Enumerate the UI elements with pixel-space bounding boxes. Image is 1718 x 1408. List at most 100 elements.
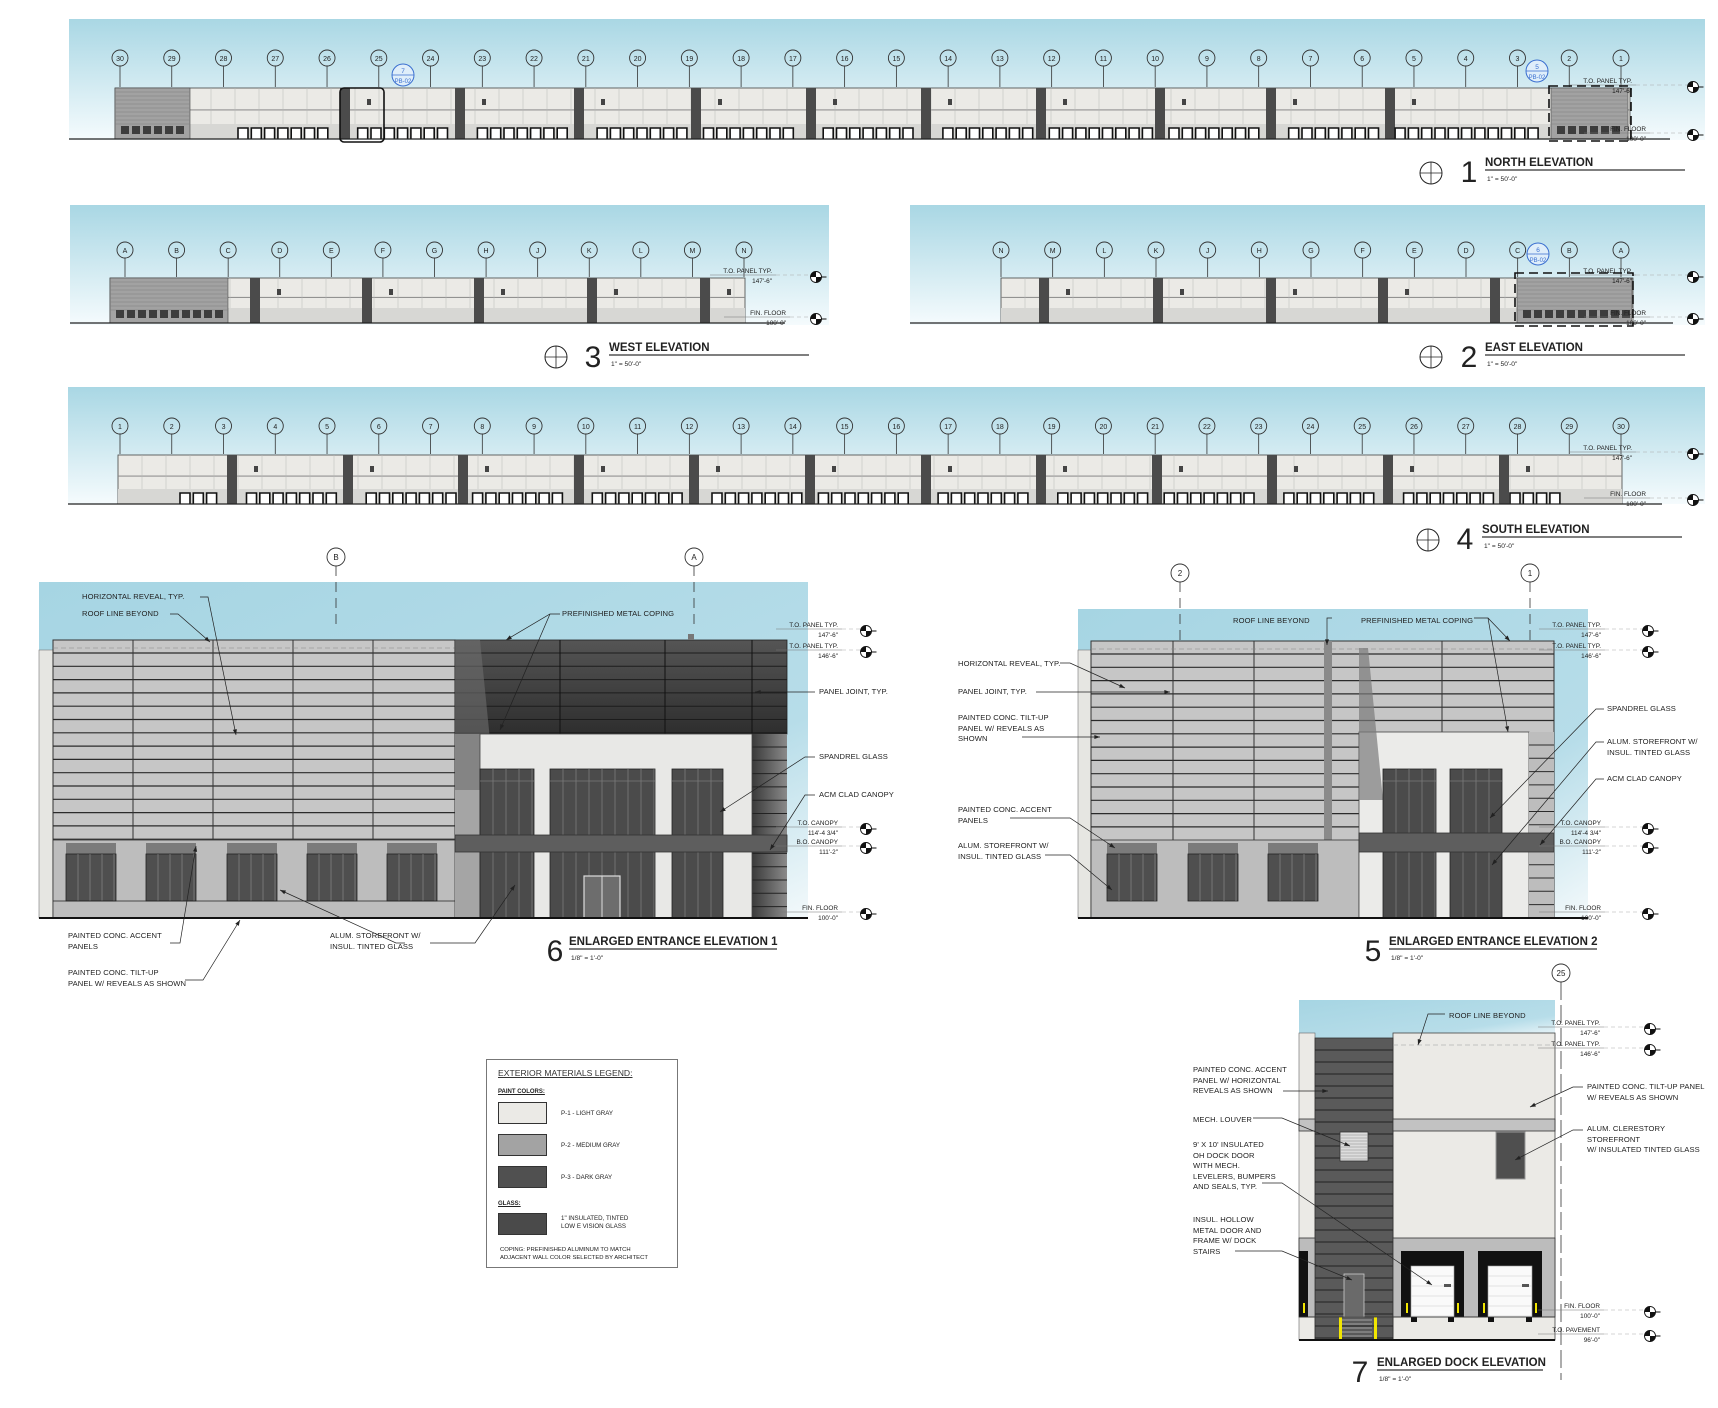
grid-bubble [1520,563,1540,583]
grid-label: 9 [1205,56,1209,63]
clerestory-window [254,466,258,472]
dock-door [791,492,803,504]
level-datum-fill [1642,625,1654,637]
dock-door [884,492,896,504]
grid-label: B [1567,248,1572,255]
drawing-scale: 1/8" = 1'-0" [571,955,604,962]
dock-door [1354,127,1366,139]
dock-door [1057,492,1069,504]
dock-door [1402,492,1415,504]
grid-bubble [266,49,284,67]
clerestory-window [718,99,722,105]
leader-arrow [1094,734,1100,740]
grid-bubble [732,49,750,67]
level-value: 100'-0" [1626,320,1646,327]
grid-label: 11 [1100,56,1107,63]
clerestory-window [948,99,952,105]
grid-bubble [1250,49,1268,67]
grid-bubble [1043,49,1061,67]
clerestory-window [1063,466,1067,472]
grid-bubble [1457,49,1475,67]
level-datum-fill [810,271,822,283]
dock-door [596,127,608,139]
dock-door [445,492,457,504]
leader-arrow [1492,859,1498,865]
grid-label: 16 [841,56,849,63]
roof-hatch [688,634,694,640]
dock-door [476,127,489,139]
dock-door [609,127,622,139]
grid-label: G [432,248,437,255]
dock-door [636,127,648,139]
note-alum-storefront-right: ALUM. STOREFRONT W/ INSUL. TINTED GLASS [1607,737,1698,757]
horizontal-reveal [115,109,1630,111]
grid-label: 6 [1360,56,1364,63]
grid-bubble [1199,241,1217,259]
drawing-title: EAST ELEVATION [1485,342,1583,354]
level-value: 96'-0" [1584,1337,1600,1344]
dock-door [365,492,377,504]
grid-bubble [318,417,336,435]
note-mech-louver: MECH. LOUVER [1193,1115,1253,1124]
level-datum-fill [1687,494,1699,506]
grid-label: 16 [892,424,900,431]
level-value: 147'-6" [818,632,838,639]
leader-arrow [1490,812,1496,818]
storefront-window [1589,310,1597,318]
grid-label: C [226,248,231,255]
dock-door [1008,127,1021,139]
dock-door [1248,127,1260,139]
leader-arrow [280,890,286,895]
accent-pilaster [1266,88,1276,139]
dock-door [1301,127,1313,139]
dock-door [618,492,630,504]
glass-label: 1" INSULATED, TINTED LOW E VISION GLASS [561,1215,629,1230]
dock-door [1194,127,1207,139]
clerestory-window [1495,1131,1526,1180]
grid-bubble [1095,241,1113,259]
sky-background [1299,1000,1555,1038]
grid-label: J [1206,248,1210,255]
grid-label: 29 [1565,424,1573,431]
grid-bubble [836,49,854,67]
drawing-number: 2 [1461,341,1478,374]
clerestory-window [1182,99,1186,105]
leader-arrow [510,885,515,891]
level-value: 147'-6" [1612,88,1632,95]
swatch-p1-light-gray [498,1102,547,1124]
grid-label: F [1361,248,1365,255]
leader-line [1253,1117,1351,1147]
bumper-light [1457,1303,1459,1313]
door-handle [1522,1284,1529,1287]
grid-bubble [1354,241,1372,259]
drawing-title: NORTH ELEVATION [1485,157,1593,169]
dock-door [489,127,502,139]
dock-door [937,492,949,504]
accent-pilaster [1378,278,1388,323]
dock-door [1341,127,1353,139]
grid-bubble [1509,241,1527,259]
storefront-window [1579,126,1587,134]
dock-door [830,492,843,504]
leader-line [1539,778,1604,846]
level-value: 147'-6" [1612,278,1632,285]
drawing-scale: 1/8" = 1'-0" [1379,1376,1412,1383]
dock-door [1447,127,1460,139]
leader-arrow [1530,1102,1536,1107]
grid-bubble [1094,417,1112,435]
grid-bubble [215,49,232,67]
level-datum-fill [810,313,822,325]
grid-label: 3 [1516,56,1520,63]
grid-bubble [1405,241,1423,259]
storefront-window [1187,853,1239,902]
horizontal-reveal [110,296,745,298]
grid-label: 9 [532,424,536,431]
dock-door [272,492,284,504]
dock-door [1141,127,1154,139]
dock-door [317,127,329,139]
grid-bubble [1043,417,1061,435]
grid-label: 12 [685,424,693,431]
acm-canopy [454,834,788,853]
leader-arrow [1504,726,1510,732]
